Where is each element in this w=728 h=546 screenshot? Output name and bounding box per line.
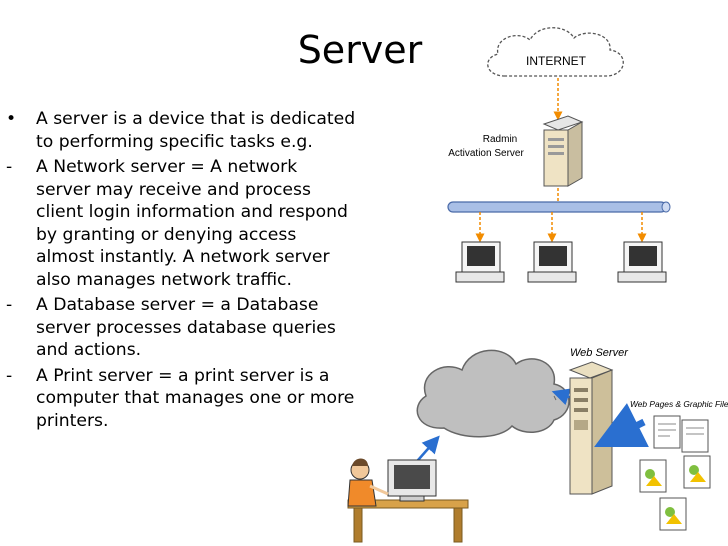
image-file-icon xyxy=(659,497,687,531)
web-server-tower-icon xyxy=(568,361,614,495)
bullet-item: - A Database server = a Database server … xyxy=(6,294,356,362)
image-file-icon xyxy=(683,455,711,489)
client-computer-icon xyxy=(527,212,577,283)
server-label-line1: Radmin xyxy=(483,134,517,145)
web-server-diagram: Web Server Web Pages & Graphic Files xyxy=(347,347,728,543)
internet-label: INTERNET xyxy=(526,54,587,68)
internet-cloud-icon xyxy=(487,27,624,77)
bullet-item: - A Network server = A network server ma… xyxy=(6,156,356,291)
network-diagram: INTERNET Radmin Activation Server xyxy=(447,27,671,283)
bullet-text: A Print server = a print server is a com… xyxy=(36,365,355,431)
bullet-list: • A server is a device that is dedicated… xyxy=(6,108,356,435)
image-file-icon xyxy=(639,459,667,493)
slide-title: Server xyxy=(297,28,423,72)
person-at-computer-icon xyxy=(347,458,469,543)
bus-end-cap xyxy=(661,201,671,213)
bullet-text: A server is a device that is dedicated t… xyxy=(36,109,356,152)
network-bus xyxy=(447,201,667,213)
bullet-text: A Database server = a Database server pr… xyxy=(36,295,336,360)
cloud-icon xyxy=(416,349,570,438)
server-label-line2: Activation Server xyxy=(448,148,524,159)
files-label: Web Pages & Graphic Files xyxy=(630,399,728,409)
client-computer-icon xyxy=(617,212,667,283)
client-computer-icon xyxy=(455,212,505,283)
bullet-item: • A server is a device that is dedicated… xyxy=(6,108,356,153)
document-icon xyxy=(653,415,681,449)
bullet-marker: • xyxy=(6,109,17,129)
web-server-label: Web Server xyxy=(570,347,629,359)
bullet-marker: - xyxy=(6,157,13,177)
document-icon xyxy=(681,419,709,453)
bullet-marker: - xyxy=(6,295,13,315)
server-tower-icon xyxy=(542,115,584,187)
bullet-item: - A Print server = a print server is a c… xyxy=(6,365,356,433)
files-to-server-arrow xyxy=(594,403,649,447)
bullet-marker: - xyxy=(6,365,13,386)
bullet-text: A Network server = A network server may … xyxy=(36,157,348,290)
